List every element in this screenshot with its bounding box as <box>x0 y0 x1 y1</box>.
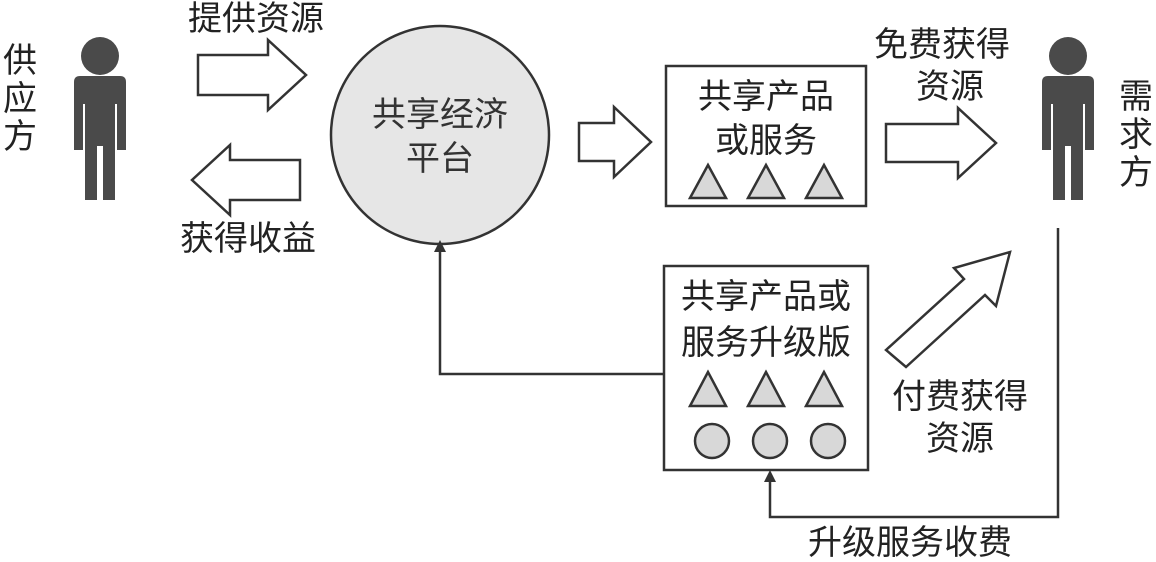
upgrade-triangle-2 <box>745 369 787 408</box>
upgrade-circle-2 <box>751 422 789 460</box>
supplier-label-1: 供 <box>3 41 37 81</box>
free-access-label-line2: 资源 <box>916 67 984 107</box>
upgraded-product-label-line1: 共享产品或 <box>681 277 851 317</box>
upgraded-product-label-line2: 服务升级版 <box>681 323 851 363</box>
upgrade-circle-1 <box>693 422 731 460</box>
upgrade-triangle-3 <box>803 369 845 408</box>
platform-to-product-arrow <box>577 104 653 180</box>
upgrade-triangle-1 <box>687 369 729 408</box>
platform-label-line1: 共享经济 <box>372 95 508 135</box>
upgrade-fee-label: 升级服务收费 <box>808 523 1012 562</box>
product-triangle-1 <box>687 162 729 200</box>
supplier-label-2: 应 <box>3 79 37 119</box>
get-income-arrow <box>190 142 302 218</box>
product-triangle-2 <box>745 162 787 200</box>
paid-access-arrow <box>884 250 1012 369</box>
paid-access-label-line1: 付费获得 <box>892 377 1028 417</box>
platform-label-line2: 平台 <box>406 139 474 179</box>
shared-product-label-line1: 共享产品 <box>698 77 834 117</box>
platform-circle <box>329 24 551 246</box>
demander-label-3: 方 <box>1119 153 1153 193</box>
demander-label-2: 求 <box>1119 115 1153 155</box>
provide-resources-label: 提供资源 <box>188 0 324 39</box>
upgrade-to-platform-line <box>434 240 664 376</box>
provide-resources-arrow <box>196 37 308 113</box>
paid-access-label-line2: 资源 <box>926 419 994 459</box>
get-income-label: 获得收益 <box>180 219 316 259</box>
supplier-label-3: 方 <box>3 117 37 157</box>
free-access-arrow <box>884 105 998 181</box>
supplier-person-icon <box>74 37 126 200</box>
demander-person-icon <box>1042 37 1094 200</box>
upgrade-fee-line <box>764 228 1060 519</box>
shared-product-label-line2: 或服务 <box>715 121 817 161</box>
demander-label-1: 需 <box>1119 77 1153 117</box>
upgrade-circle-3 <box>809 422 847 460</box>
product-triangle-3 <box>803 162 845 200</box>
free-access-label-line1: 免费获得 <box>874 25 1010 65</box>
